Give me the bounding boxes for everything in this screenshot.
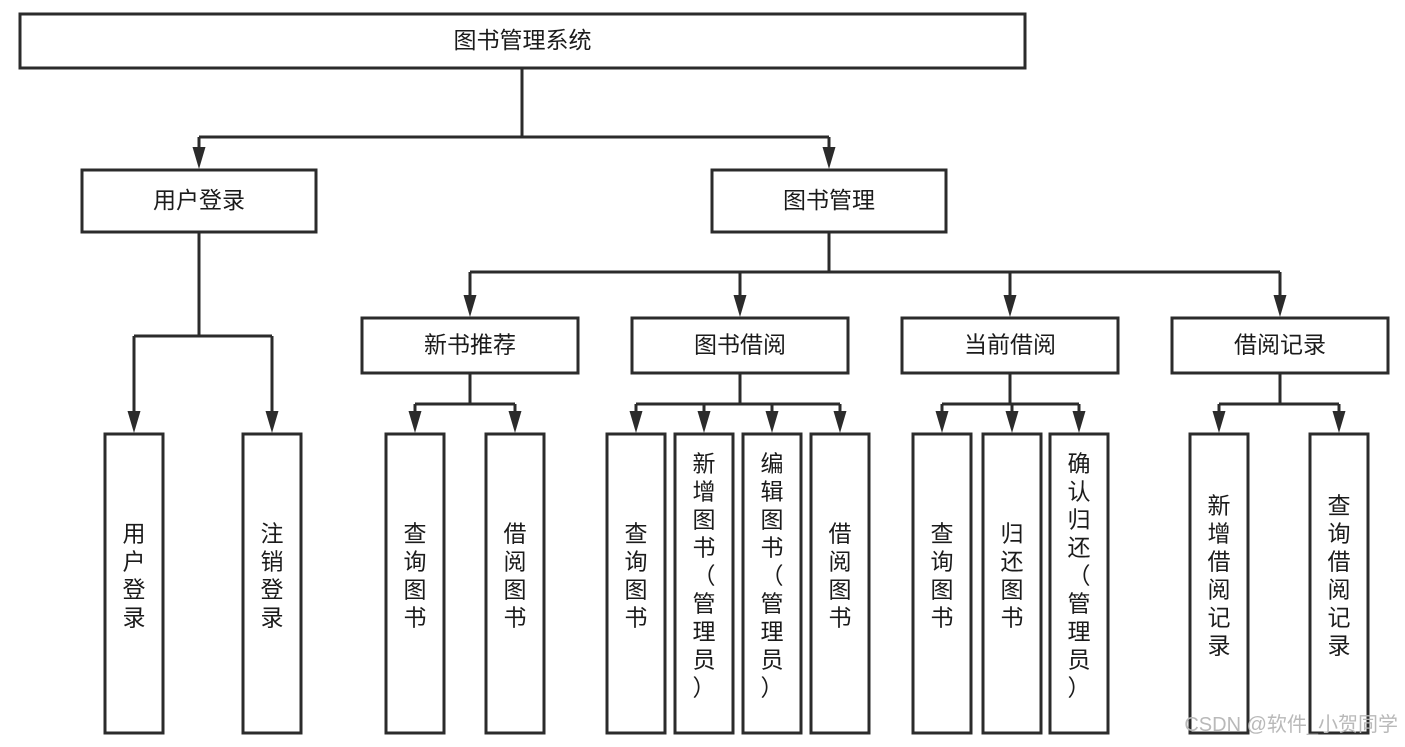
node-label: 新增图书（管理员）	[693, 451, 716, 701]
node-leaf-borrow-book[interactable]: 借阅图书	[809, 432, 871, 735]
arrow-head-icon	[1072, 411, 1086, 433]
node-box[interactable]	[103, 432, 165, 735]
arrow-head-icon	[192, 147, 206, 169]
node-leaf-query-book-current[interactable]: 查询图书	[911, 432, 973, 735]
node-leaf-edit-book[interactable]: 编辑图书（管理员）	[741, 432, 803, 735]
arrow-head-icon	[765, 411, 779, 433]
connector-userlogin-to-leaves	[127, 232, 279, 433]
arrow-head-icon	[408, 411, 422, 433]
node-box[interactable]	[630, 316, 850, 375]
arrow-head-icon	[1005, 411, 1019, 433]
node-label: 查询图书	[931, 521, 954, 631]
node-leaf-confirm-return[interactable]: 确认归还（管理员）	[1048, 432, 1110, 735]
arrow-head-icon	[1003, 295, 1017, 317]
node-new-book-recommend[interactable]: 新书推荐	[360, 316, 580, 375]
node-label: 编辑图书（管理员）	[761, 451, 784, 701]
node-box[interactable]	[384, 432, 446, 735]
connector-current-to-leaves	[935, 373, 1086, 433]
node-box[interactable]	[981, 432, 1043, 735]
node-box[interactable]	[80, 168, 318, 234]
arrow-head-icon	[508, 411, 522, 433]
node-book-borrow[interactable]: 图书借阅	[630, 316, 850, 375]
arrow-head-icon	[697, 411, 711, 433]
node-leaf-query-book-borrow[interactable]: 查询图书	[605, 432, 667, 735]
node-leaf-user-login[interactable]: 用户登录	[103, 432, 165, 735]
arrow-head-icon	[733, 295, 747, 317]
node-leaf-query-book-recommend[interactable]: 查询图书	[384, 432, 446, 735]
node-label: 归还图书	[1001, 521, 1024, 631]
watermark-label: CSDN @软件_小贺同学	[1184, 713, 1398, 736]
connector-bookmgmt-to-level2	[463, 232, 1287, 317]
connector-record-to-leaves	[1212, 373, 1346, 433]
connector-root-to-level1	[192, 68, 836, 169]
node-label: 借阅图书	[504, 521, 527, 631]
node-box[interactable]	[809, 432, 871, 735]
node-label: 图书借阅	[694, 332, 786, 358]
node-box[interactable]	[1048, 432, 1110, 735]
node-label: 新书推荐	[424, 332, 516, 358]
arrow-head-icon	[935, 411, 949, 433]
node-borrow-record[interactable]: 借阅记录	[1170, 316, 1390, 375]
arrow-head-icon	[265, 411, 279, 433]
node-box[interactable]	[1170, 316, 1390, 375]
node-box[interactable]	[484, 432, 546, 735]
arrow-head-icon	[629, 411, 643, 433]
node-book-management[interactable]: 图书管理	[710, 168, 948, 234]
node-leaf-add-borrow-record[interactable]: 新增借阅记录	[1188, 432, 1250, 735]
node-label: 查询借阅记录	[1328, 493, 1351, 659]
node-box[interactable]	[605, 432, 667, 735]
node-label: 确认归还（管理员）	[1068, 451, 1091, 701]
node-label: 借阅图书	[829, 521, 852, 631]
node-leaf-borrow-book-recommend[interactable]: 借阅图书	[484, 432, 546, 735]
arrow-head-icon	[463, 295, 477, 317]
node-label: 查询图书	[404, 521, 427, 631]
nodes-layer: 图书管理系统用户登录图书管理新书推荐图书借阅当前借阅借阅记录用户登录注销登录查询…	[18, 12, 1390, 735]
node-leaf-add-book[interactable]: 新增图书（管理员）	[673, 432, 735, 735]
arrow-head-icon	[127, 411, 141, 433]
node-box[interactable]	[900, 316, 1120, 375]
node-box[interactable]	[673, 432, 735, 735]
node-box[interactable]	[911, 432, 973, 735]
arrow-head-icon	[833, 411, 847, 433]
arrow-head-icon	[1212, 411, 1226, 433]
node-label: 当前借阅	[964, 332, 1056, 358]
node-box[interactable]	[360, 316, 580, 375]
node-user-login[interactable]: 用户登录	[80, 168, 318, 234]
connector-borrow-to-leaves	[629, 373, 847, 433]
node-label: 借阅记录	[1234, 332, 1326, 358]
node-root[interactable]: 图书管理系统	[18, 12, 1027, 70]
connector-recommend-to-leaves	[408, 373, 522, 433]
node-box[interactable]	[710, 168, 948, 234]
arrow-head-icon	[1332, 411, 1346, 433]
arrow-head-icon	[822, 147, 836, 169]
node-label: 用户登录	[123, 521, 146, 631]
node-label: 图书管理	[783, 187, 875, 213]
node-label: 查询图书	[625, 521, 648, 631]
node-label: 用户登录	[153, 187, 245, 213]
arrow-head-icon	[1273, 295, 1287, 317]
node-box[interactable]	[1308, 432, 1370, 735]
node-leaf-query-borrow-record[interactable]: 查询借阅记录	[1308, 432, 1370, 735]
connectors-layer	[127, 68, 1346, 433]
node-label: 注销登录	[261, 521, 284, 631]
node-label: 新增借阅记录	[1208, 493, 1231, 659]
node-box[interactable]	[18, 12, 1027, 70]
node-leaf-logout[interactable]: 注销登录	[241, 432, 303, 735]
node-box[interactable]	[241, 432, 303, 735]
node-current-borrow[interactable]: 当前借阅	[900, 316, 1120, 375]
node-leaf-return-book[interactable]: 归还图书	[981, 432, 1043, 735]
node-box[interactable]	[741, 432, 803, 735]
node-box[interactable]	[1188, 432, 1250, 735]
node-label: 图书管理系统	[454, 27, 592, 53]
